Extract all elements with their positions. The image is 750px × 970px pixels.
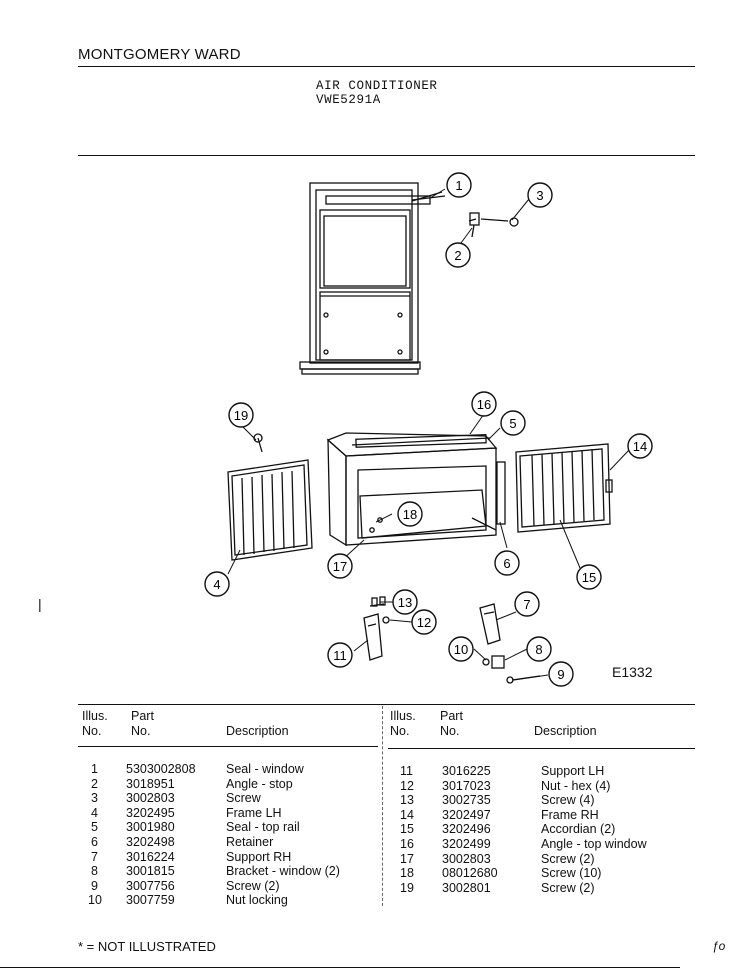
left-header-rule [78, 746, 378, 748]
svg-text:10: 10 [454, 642, 468, 657]
callout-4: 4 [204, 571, 230, 597]
callout-11: 11 [327, 642, 353, 668]
table-top-rule [78, 704, 695, 706]
svg-text:7: 7 [523, 597, 530, 612]
right-description-header: Description [534, 724, 597, 738]
svg-text:2: 2 [454, 248, 461, 263]
angle-stop-hardware [468, 212, 519, 238]
callout-9: 9 [548, 661, 574, 687]
svg-text:16: 16 [477, 397, 491, 412]
handwritten-mark: ƒo [712, 939, 726, 953]
right-illus-header: Illus.No. [390, 709, 416, 738]
drawing-code: E1332 [612, 664, 653, 680]
svg-text:5: 5 [509, 416, 516, 431]
column-divider [382, 706, 384, 906]
svg-text:14: 14 [633, 439, 647, 454]
svg-text:8: 8 [535, 642, 542, 657]
footer-rule [0, 967, 680, 968]
left-illus-header: Illus.No. [82, 709, 108, 738]
margin-tick-mark: | [38, 596, 42, 612]
svg-text:4: 4 [213, 577, 220, 592]
callout-2: 2 [445, 242, 471, 268]
callout-15: 15 [576, 564, 602, 590]
callout-7: 7 [514, 591, 540, 617]
leader-lines [227, 188, 630, 681]
svg-text:13: 13 [398, 595, 412, 610]
side-frame-left [227, 433, 313, 561]
svg-text:19: 19 [234, 408, 248, 423]
callout-markers: 1 3 2 19 16 5 14 18 17 6 4 15 13 7 12 11… [204, 172, 653, 687]
side-frame-right [515, 443, 613, 533]
callout-13: 13 [392, 589, 418, 615]
callout-8: 8 [526, 636, 552, 662]
header-rule [78, 66, 695, 68]
svg-text:11: 11 [333, 648, 347, 663]
callout-14: 14 [627, 433, 653, 459]
callout-19: 19 [228, 402, 254, 428]
exploded-parts-diagram: 1 3 2 19 16 5 14 18 17 6 4 15 13 7 12 11… [204, 172, 653, 687]
callout-16: 16 [471, 391, 497, 417]
svg-text:17: 17 [333, 559, 347, 574]
cabinet-housing [326, 432, 506, 547]
model-number: VWE5291A [316, 93, 381, 107]
window-seal-assembly [299, 182, 446, 375]
not-illustrated-note: * = NOT ILLUSTRATED [78, 939, 216, 954]
callout-18: 18 [397, 501, 423, 527]
callout-17: 17 [327, 553, 353, 579]
support-brackets [363, 596, 541, 684]
svg-text:1: 1 [455, 178, 462, 193]
right-header-rule [388, 748, 695, 750]
left-description-header: Description [226, 724, 289, 738]
svg-text:12: 12 [417, 615, 431, 630]
callout-6: 6 [494, 550, 520, 576]
svg-text:6: 6 [503, 556, 510, 571]
svg-text:18: 18 [403, 507, 417, 522]
title-rule [78, 155, 695, 157]
callout-1: 1 [446, 172, 472, 198]
product-title: AIR CONDITIONER [316, 79, 438, 93]
callout-5: 5 [500, 410, 526, 436]
svg-text:3: 3 [536, 188, 543, 203]
callout-3: 3 [527, 182, 553, 208]
brand-name: MONTGOMERY WARD [78, 46, 241, 63]
svg-text:9: 9 [557, 667, 564, 682]
svg-text:15: 15 [582, 570, 596, 585]
callout-12: 12 [411, 609, 437, 635]
callout-10: 10 [448, 636, 474, 662]
